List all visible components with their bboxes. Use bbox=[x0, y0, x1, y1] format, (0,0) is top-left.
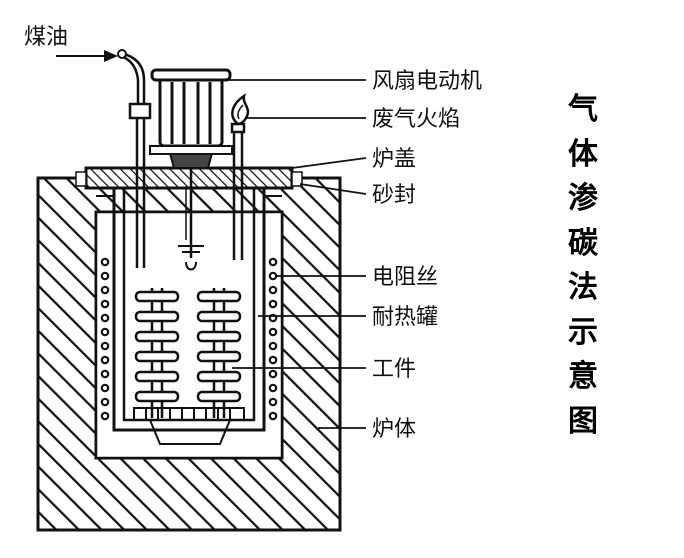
label-furnace-lid: 炉盖 bbox=[372, 147, 416, 172]
furnace-body bbox=[36, 176, 342, 532]
title-char: 法 bbox=[568, 270, 598, 305]
label-fan-motor: 风扇电动机 bbox=[372, 69, 482, 94]
label-heat-resistant-tank: 耐热罐 bbox=[372, 305, 438, 330]
title-char: 碳 bbox=[568, 225, 598, 261]
workpiece-support bbox=[133, 407, 245, 421]
diagram-title: 气 体 渗 碳 法 示 意 图 bbox=[558, 88, 608, 444]
label-exhaust-flame: 废气火焰 bbox=[372, 107, 460, 132]
label-resistance-wire: 电阻丝 bbox=[372, 265, 438, 290]
title-char: 渗 bbox=[568, 181, 598, 216]
title-char: 意 bbox=[568, 359, 598, 394]
label-workpiece: 工件 bbox=[372, 357, 416, 382]
kerosene-pipe bbox=[117, 49, 152, 268]
label-sand-seal: 砂封 bbox=[372, 183, 416, 208]
title-char: 气 bbox=[568, 92, 598, 127]
title-char: 示 bbox=[568, 314, 598, 350]
workpiece-stack-left bbox=[134, 288, 180, 418]
kerosene-arrow-icon bbox=[56, 50, 118, 62]
label-furnace-body: 炉体 bbox=[372, 417, 416, 442]
title-char: 体 bbox=[568, 136, 598, 172]
flame-icon bbox=[231, 93, 250, 126]
title-char: 图 bbox=[568, 403, 598, 439]
sand-seal bbox=[75, 171, 303, 187]
leader-lines bbox=[220, 79, 367, 429]
fan-motor bbox=[149, 68, 233, 169]
furnace-lid bbox=[84, 166, 294, 190]
label-kerosene: 煤油 bbox=[24, 25, 68, 50]
fan-shaft bbox=[178, 168, 204, 271]
workpieces bbox=[133, 288, 245, 421]
resistance-wire bbox=[100, 257, 278, 421]
workpiece-stack-right bbox=[196, 288, 242, 418]
